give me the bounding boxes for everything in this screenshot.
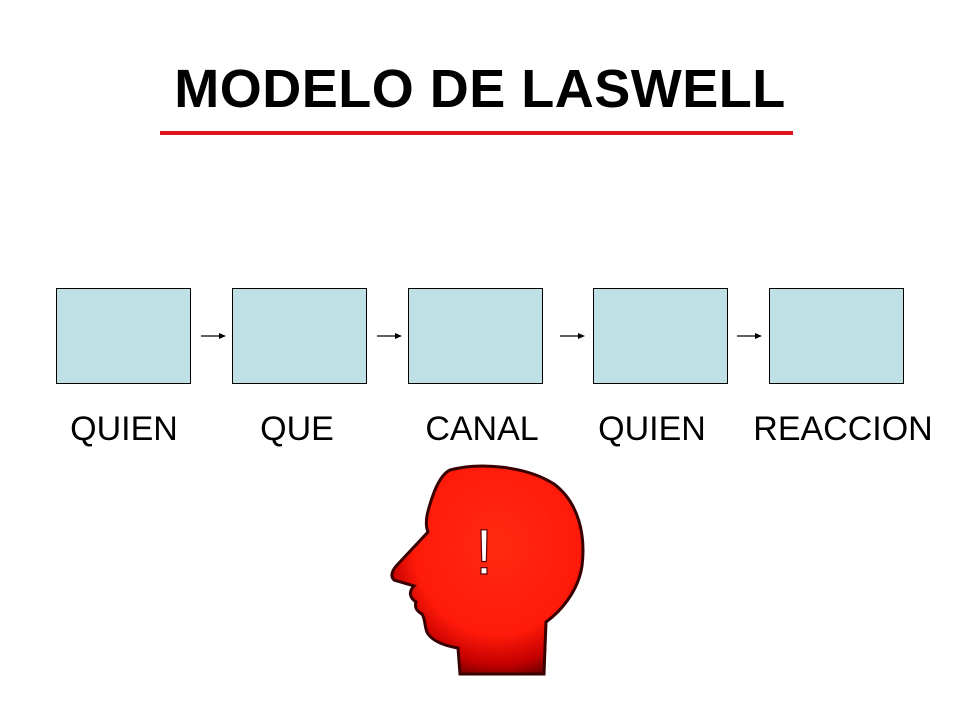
arrow-right-icon <box>201 333 226 339</box>
arrow-right-icon <box>560 333 585 339</box>
head-profile-icon: ! <box>390 464 585 676</box>
step-label-quien-2: QUIEN <box>598 410 706 448</box>
step-label-que: QUE <box>260 410 334 448</box>
step-box-canal <box>408 288 543 384</box>
step-label-quien: QUIEN <box>70 410 178 448</box>
step-box-quien <box>56 288 191 384</box>
arrow-right-icon <box>737 333 762 339</box>
head-exclamation: ! <box>475 516 493 588</box>
step-label-reaccion: REACCION <box>753 410 933 448</box>
step-box-reaccion <box>769 288 904 384</box>
step-label-canal: CANAL <box>425 410 539 448</box>
step-box-quien-2 <box>593 288 728 384</box>
arrow-right-icon <box>377 333 402 339</box>
title-underline-bar <box>160 131 793 135</box>
step-box-que <box>232 288 367 384</box>
head-silhouette <box>390 464 585 676</box>
page-title: MODELO DE LASWELL <box>174 59 786 119</box>
title-underline <box>160 131 793 135</box>
